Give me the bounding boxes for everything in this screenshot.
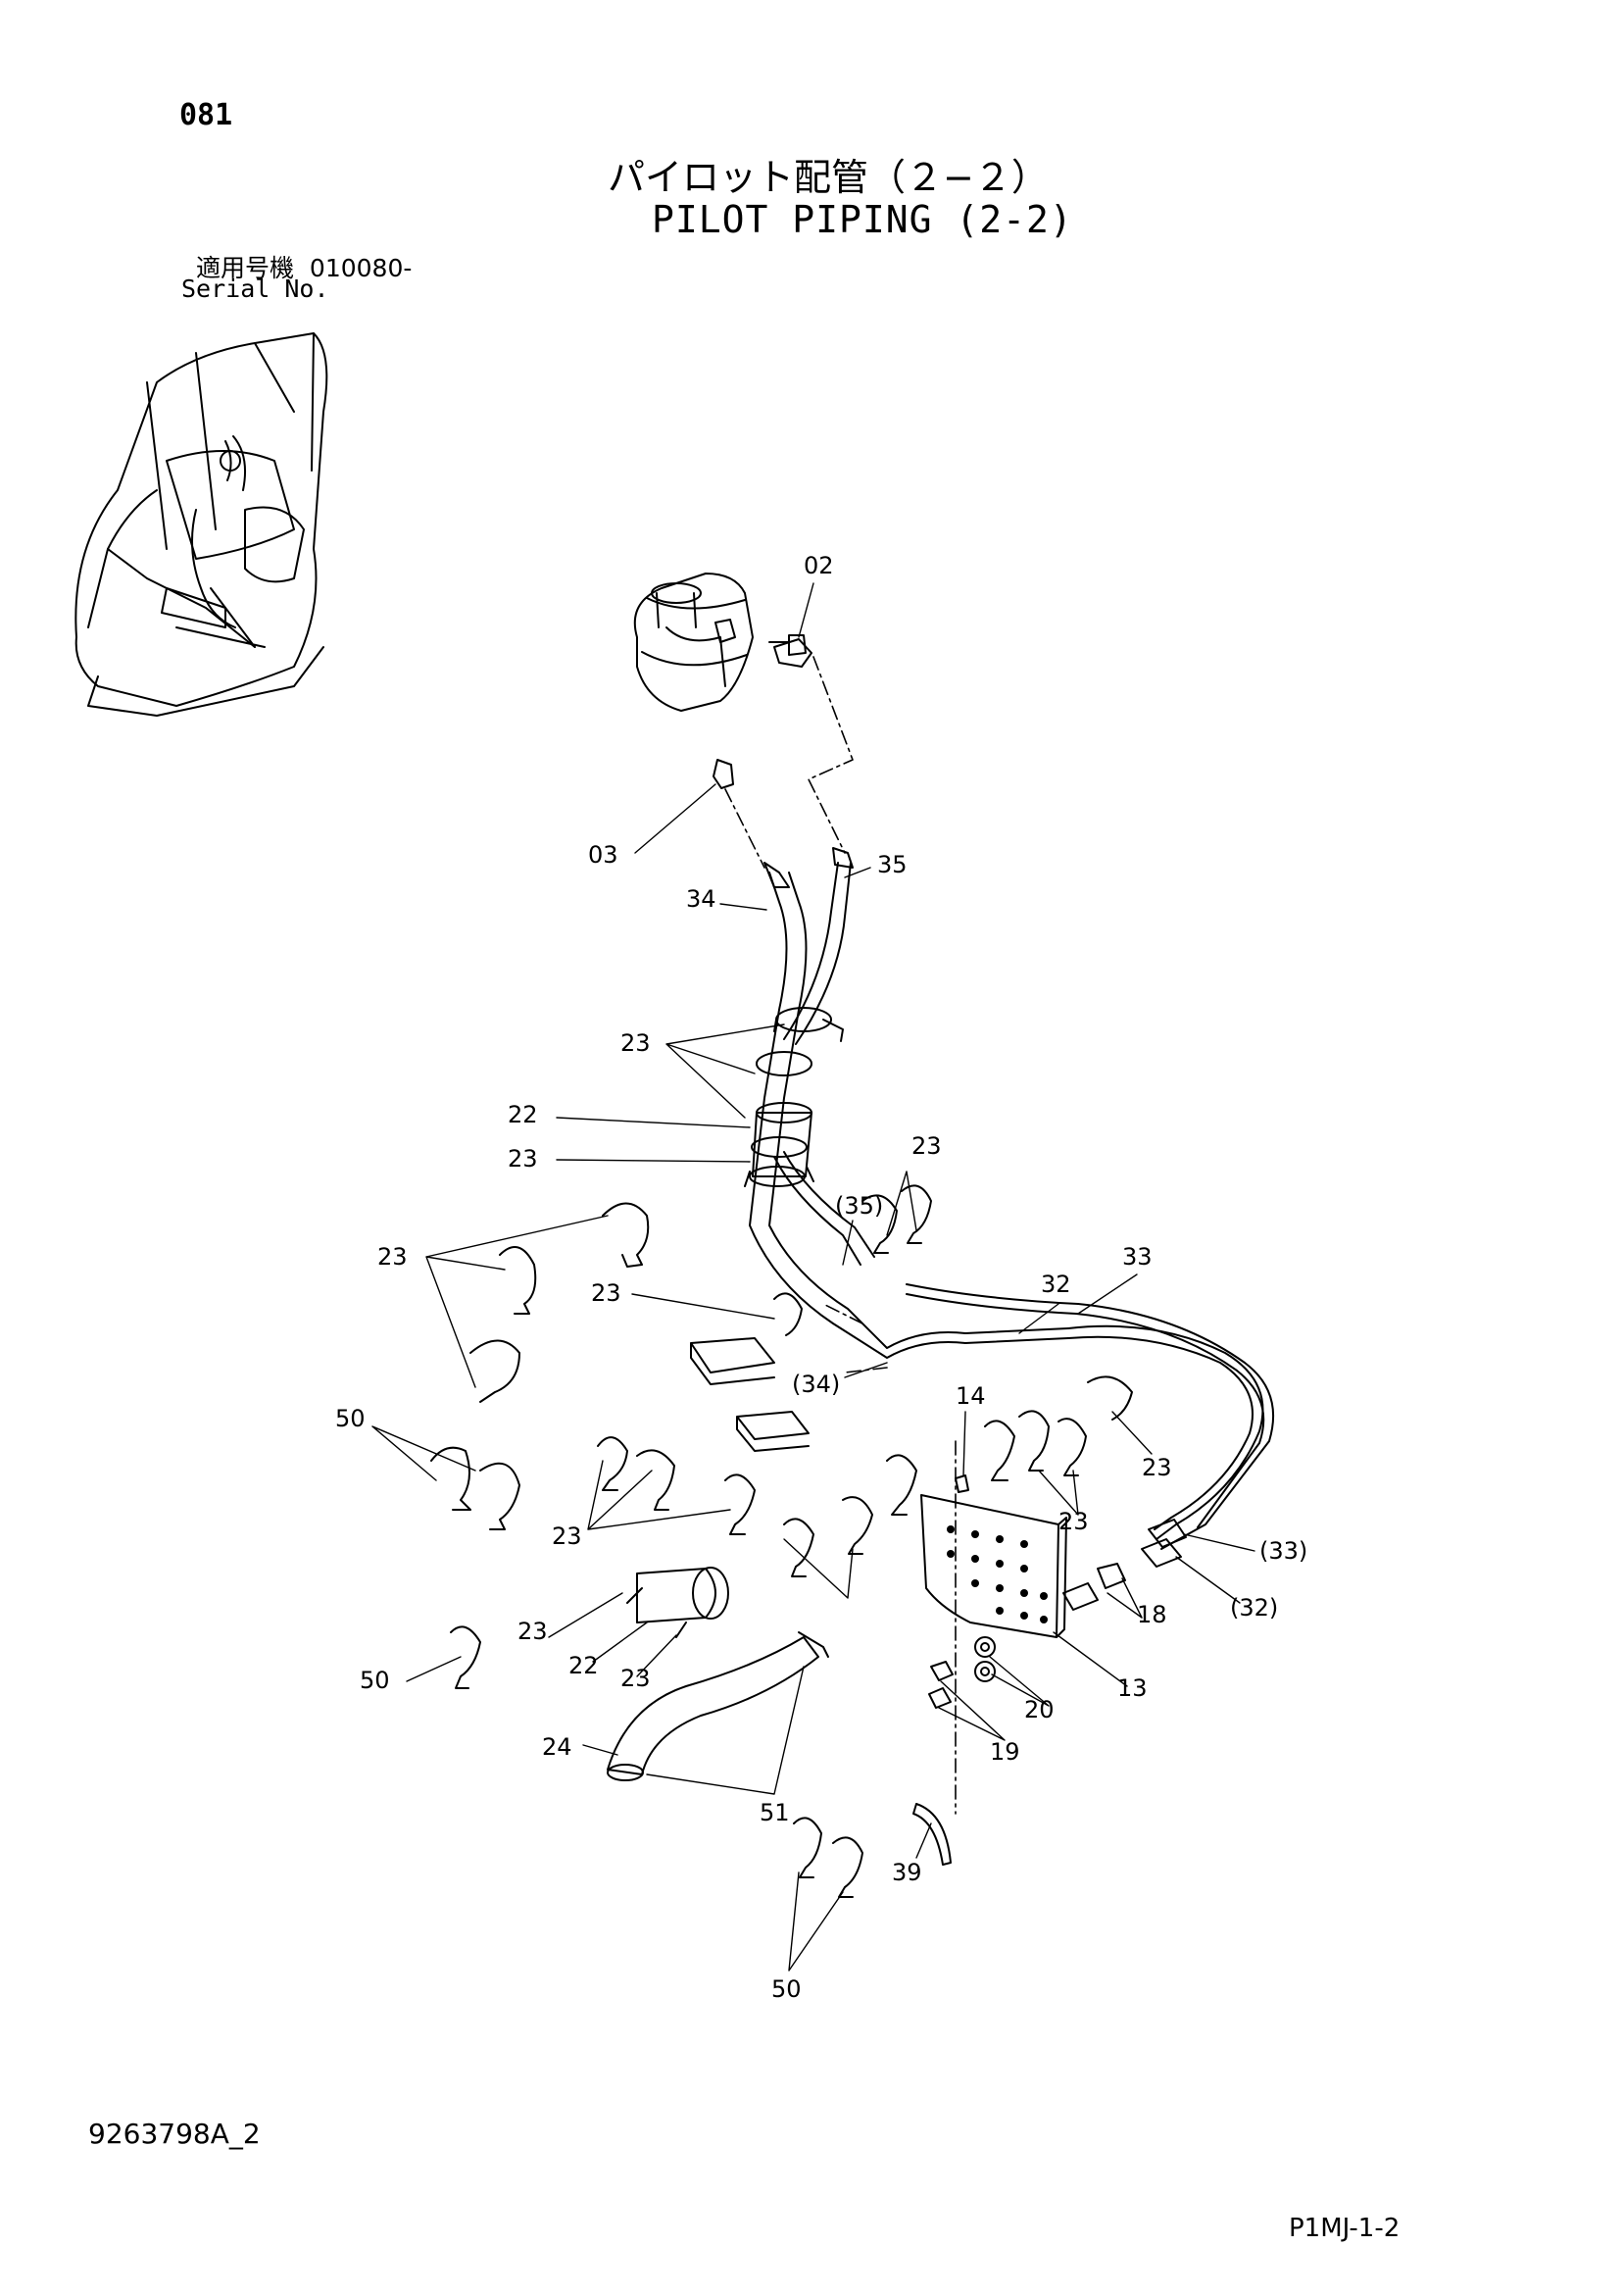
callout-23: 23: [508, 1145, 538, 1173]
callout-23: 23: [620, 1029, 651, 1057]
callout-32: 32: [1041, 1271, 1071, 1298]
callout-23: 23: [620, 1665, 651, 1692]
callout-18: 18: [1137, 1601, 1167, 1628]
pilot-valve-assembly: [633, 573, 807, 712]
document-code: 9263798A_2: [88, 2118, 261, 2150]
callout-19: 19: [990, 1738, 1020, 1766]
callout-32-ref: (32): [1230, 1594, 1278, 1622]
callout-23: 23: [517, 1618, 548, 1645]
callout-34: 34: [686, 885, 716, 913]
callout-23: 23: [552, 1522, 582, 1550]
callout-50: 50: [335, 1405, 366, 1432]
callout-23: 23: [377, 1243, 408, 1271]
callout-23: 23: [1058, 1508, 1089, 1535]
callout-51: 51: [760, 1799, 790, 1826]
leader-lines: [371, 582, 1255, 1972]
callout-13: 13: [1117, 1674, 1148, 1702]
machine-overview-illustration: [74, 332, 328, 717]
serial-label-english: Serial No.: [181, 275, 329, 303]
callout-35: 35: [877, 851, 908, 878]
bulkhead-plate: [920, 1474, 1187, 1709]
callout-50: 50: [771, 1975, 802, 2003]
page-code: P1MJ-1-2: [1289, 2214, 1401, 2243]
page-title-english: PILOT PIPING (2-2): [652, 198, 1073, 241]
callout-22: 22: [508, 1101, 538, 1128]
callout-22: 22: [568, 1652, 599, 1679]
callout-02: 02: [804, 552, 834, 579]
callout-50: 50: [360, 1667, 390, 1694]
page-number: 081: [179, 98, 233, 132]
page-title-japanese: パイロット配管（２−２）: [608, 156, 1049, 199]
callout-03: 03: [588, 841, 618, 869]
callout-33: 33: [1122, 1243, 1153, 1271]
callout-39: 39: [892, 1859, 922, 1886]
callout-33-ref: (33): [1259, 1537, 1307, 1565]
callout-23: 23: [591, 1279, 621, 1307]
serial-number-value: 010080-: [309, 254, 413, 282]
part-callouts: 02 03 34 35 23 22 23 23 (35) 23 23 32 33…: [335, 552, 1307, 2003]
callout-24: 24: [542, 1733, 572, 1761]
serial-label-japanese: 適用号機: [196, 254, 295, 282]
callout-20: 20: [1024, 1696, 1055, 1723]
callout-23: 23: [911, 1132, 942, 1160]
callout-14: 14: [956, 1382, 986, 1410]
callout-35-ref: (35): [835, 1192, 883, 1220]
callout-34-ref: (34): [792, 1371, 840, 1398]
serial-applicability: 適用号機 010080-: [196, 249, 412, 284]
callout-23: 23: [1142, 1454, 1172, 1481]
